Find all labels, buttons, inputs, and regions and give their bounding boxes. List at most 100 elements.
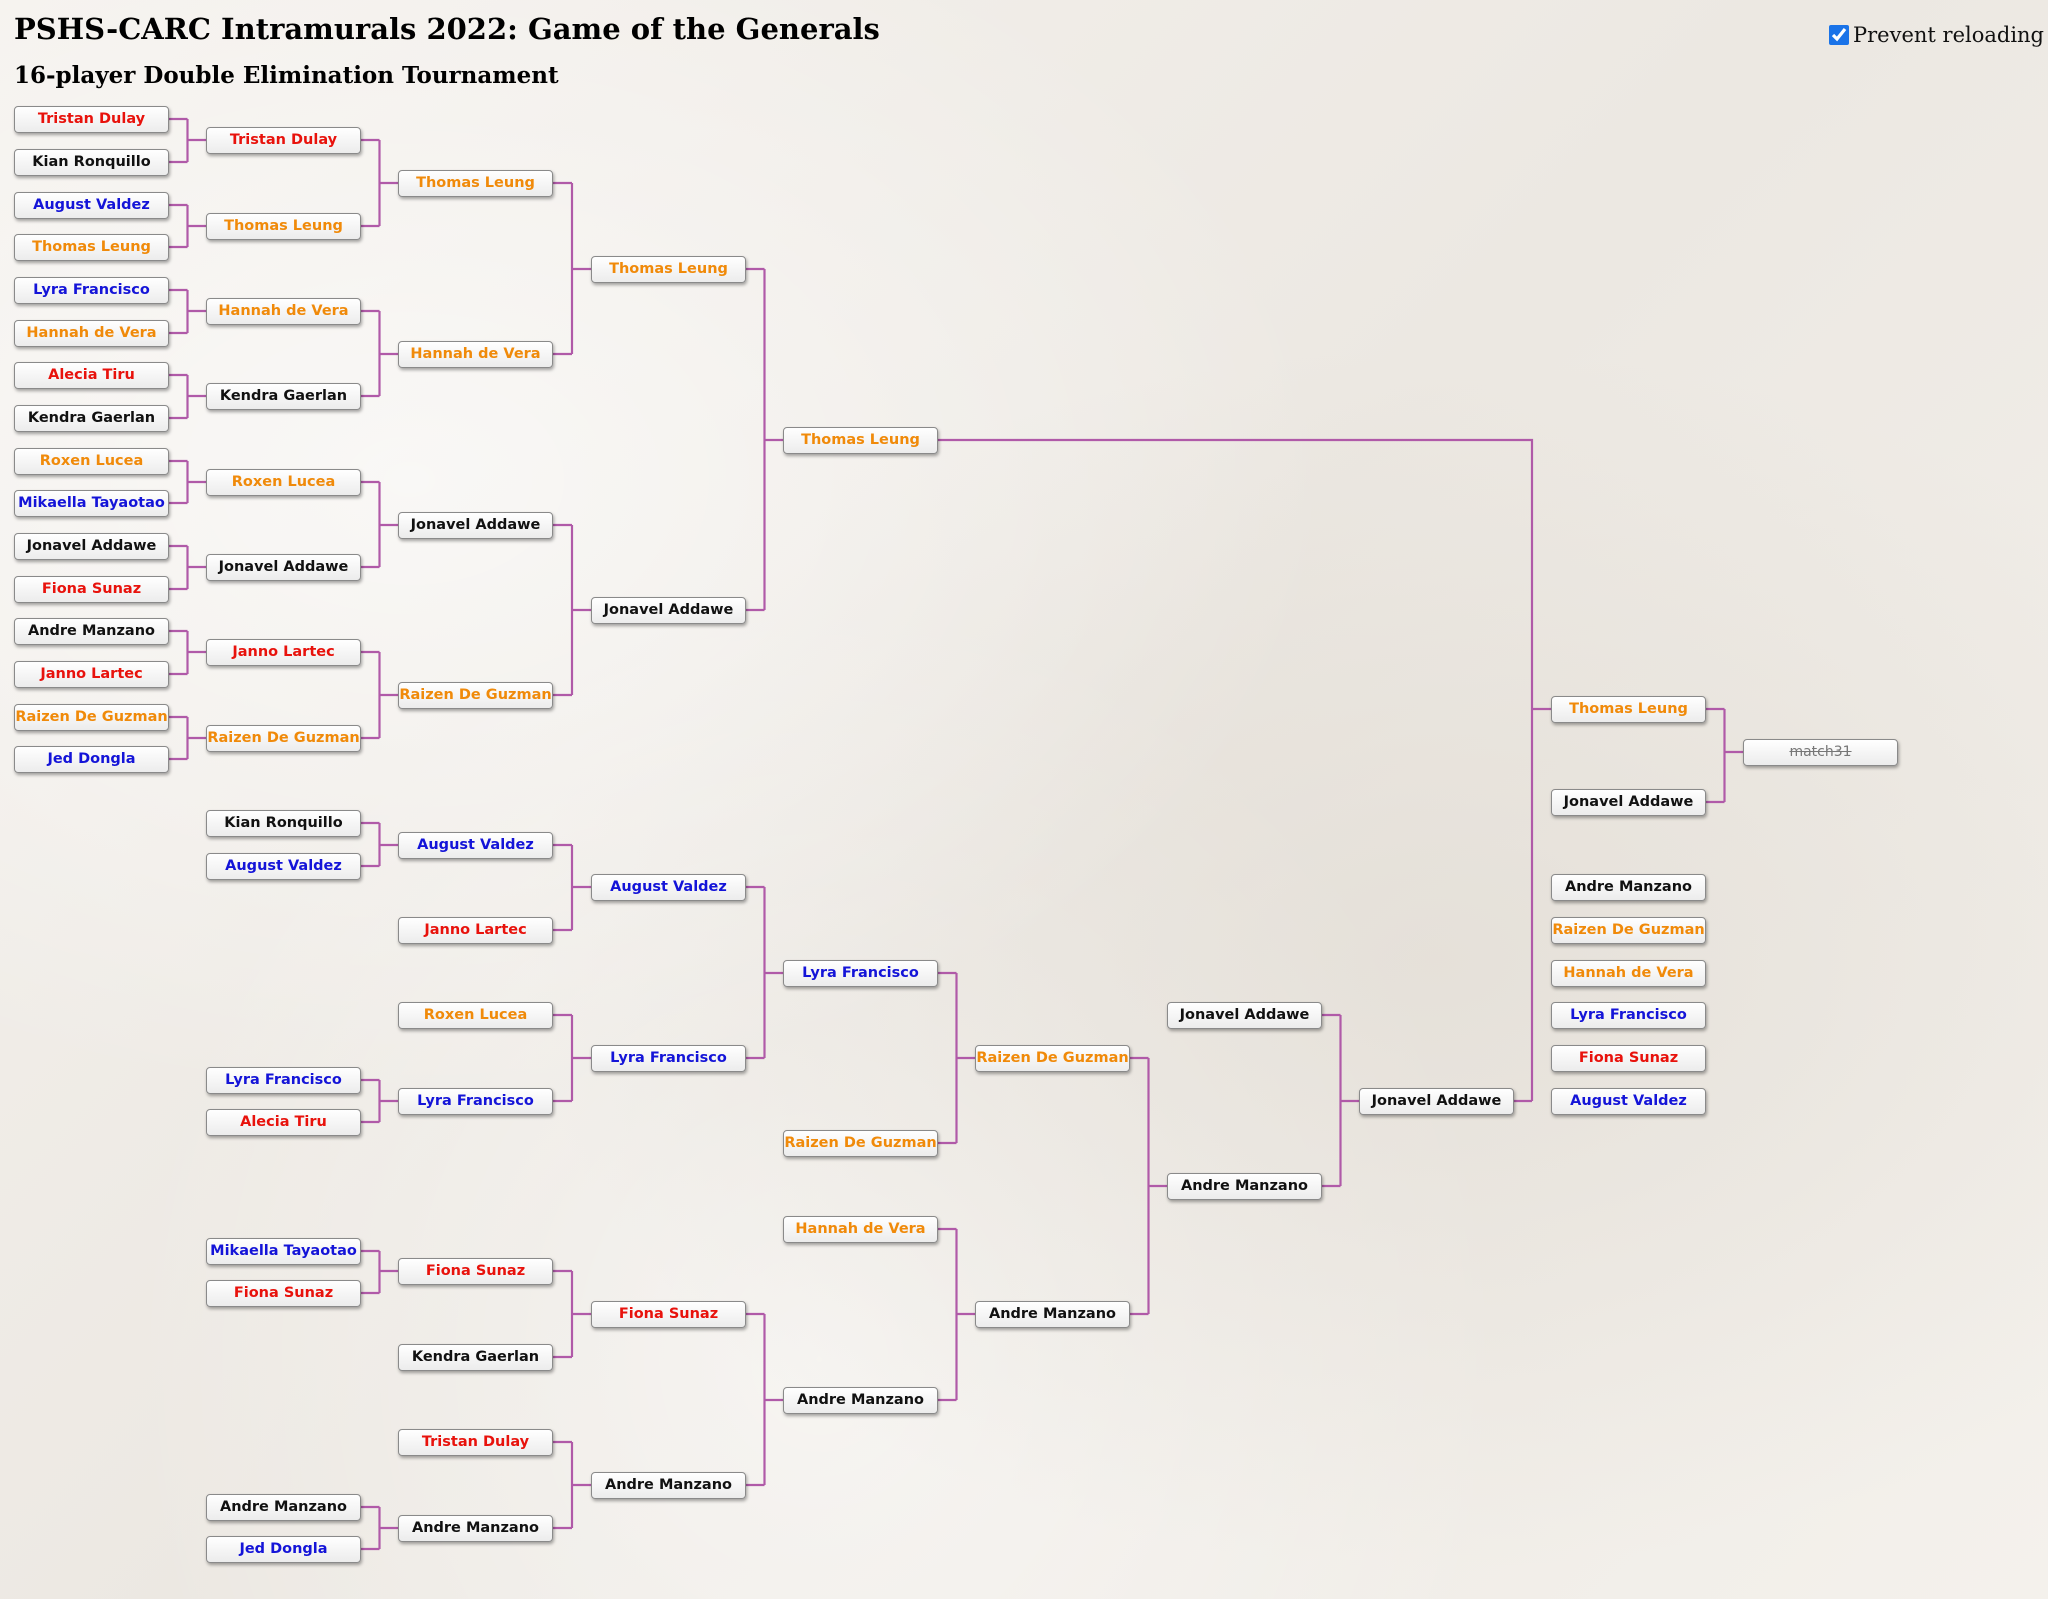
bracket-connector	[938, 1227, 975, 1402]
losers-bracket-round1-slot: Mikaella Tayaotao	[206, 1237, 361, 1265]
bracket-connector	[553, 1269, 591, 1359]
losers-bracket-round2-slot: Roxen Lucea	[398, 1001, 553, 1029]
winners-bracket-round1-slot: August Valdez	[14, 191, 169, 219]
grand-final-slot: Jonavel Addawe	[1551, 788, 1706, 816]
winners-bracket-round2-slot: Hannah de Vera	[206, 297, 361, 325]
prevent-reloading-checkbox[interactable]	[1829, 25, 1849, 45]
bracket-connector	[938, 971, 975, 1145]
losers-bracket-round2-slot: Lyra Francisco	[398, 1087, 553, 1115]
losers-bracket-round1-slot: Alecia Tiru	[206, 1108, 361, 1136]
bracket-connector	[746, 885, 783, 1060]
winners-bracket-round1-slot: Jonavel Addawe	[14, 532, 169, 560]
standings-slot: Lyra Francisco	[1551, 1001, 1706, 1029]
prevent-reloading-label: Prevent reloading	[1853, 23, 2044, 47]
losers-bracket-round1-slot: Kian Ronquillo	[206, 809, 361, 837]
grand-final-slot: Thomas Leung	[1551, 695, 1706, 723]
winners-bracket-round1-slot: Janno Lartec	[14, 660, 169, 688]
losers-bracket-round4-slot: Raizen De Guzman	[783, 1129, 938, 1157]
bracket-connector	[746, 1312, 783, 1487]
losers-bracket-round5-slot: Raizen De Guzman	[975, 1044, 1130, 1072]
prevent-reloading-toggle[interactable]: Prevent reloading	[1829, 23, 2044, 47]
page-subtitle: 16-player Double Elimination Tournament	[14, 62, 559, 89]
bracket-connector	[361, 138, 398, 228]
winners-bracket-final-slot: Thomas Leung	[783, 426, 938, 454]
losers-bracket-round4-slot: Andre Manzano	[783, 1386, 938, 1414]
bracket-connector	[938, 438, 1551, 1103]
winners-bracket-round2-slot: Tristan Dulay	[206, 126, 361, 154]
bracket-connector	[169, 715, 206, 761]
winners-bracket-round1-slot: Tristan Dulay	[14, 105, 169, 133]
losers-bracket-round2-slot: Tristan Dulay	[398, 1428, 553, 1456]
standings-slot: Andre Manzano	[1551, 873, 1706, 901]
winners-bracket-round1-slot: Lyra Francisco	[14, 276, 169, 304]
losers-bracket-round1-slot: Andre Manzano	[206, 1493, 361, 1521]
winners-bracket-round2-slot: Janno Lartec	[206, 638, 361, 666]
bracket-connector	[361, 1505, 398, 1551]
page-title: PSHS-CARC Intramurals 2022: Game of the …	[14, 12, 880, 46]
losers-bracket-round3-slot: Fiona Sunaz	[591, 1300, 746, 1328]
losers-bracket-round2-slot: Fiona Sunaz	[398, 1257, 553, 1285]
bracket-connector	[169, 373, 206, 420]
champion-slot: match31	[1743, 738, 1898, 766]
bracket-connector	[361, 480, 398, 569]
winners-bracket-round3-slot: Raizen De Guzman	[398, 681, 553, 709]
losers-bracket-final-slot: Jonavel Addawe	[1359, 1087, 1514, 1115]
winners-bracket-round1-slot: Andre Manzano	[14, 617, 169, 645]
winners-bracket-round1-slot: Kendra Gaerlan	[14, 404, 169, 432]
bracket-connector	[361, 1249, 398, 1295]
bracket-connector	[746, 267, 783, 612]
bracket-connector	[553, 523, 591, 697]
losers-bracket-round5-slot: Andre Manzano	[975, 1300, 1130, 1328]
losers-bracket-round6-slot: Andre Manzano	[1167, 1172, 1322, 1200]
bracket-connector	[553, 1013, 591, 1103]
losers-bracket-round1-slot: Jed Dongla	[206, 1535, 361, 1563]
winners-bracket-round2-slot: Thomas Leung	[206, 212, 361, 240]
winners-bracket-round2-slot: Roxen Lucea	[206, 468, 361, 496]
bracket-connector	[169, 117, 206, 164]
winners-bracket-round1-slot: Fiona Sunaz	[14, 575, 169, 603]
losers-bracket-round4-slot: Hannah de Vera	[783, 1215, 938, 1243]
winners-bracket-round1-slot: Kian Ronquillo	[14, 148, 169, 176]
losers-bracket-round1-slot: Fiona Sunaz	[206, 1279, 361, 1307]
bracket-connector	[169, 629, 206, 676]
standings-slot: Raizen De Guzman	[1551, 916, 1706, 944]
losers-bracket-round2-slot: Janno Lartec	[398, 916, 553, 944]
winners-bracket-round1-slot: Mikaella Tayaotao	[14, 489, 169, 517]
losers-bracket-round4-slot: Lyra Francisco	[783, 959, 938, 987]
standings-slot: Hannah de Vera	[1551, 959, 1706, 987]
bracket-connector	[361, 650, 398, 740]
bracket-connector	[169, 288, 206, 335]
bracket-connector	[361, 1078, 398, 1124]
winners-bracket-round4-slot: Jonavel Addawe	[591, 596, 746, 624]
losers-bracket-round3-slot: Lyra Francisco	[591, 1044, 746, 1072]
losers-bracket-round1-slot: Lyra Francisco	[206, 1066, 361, 1094]
losers-bracket-round2-slot: Andre Manzano	[398, 1514, 553, 1542]
bracket-connector	[553, 1440, 591, 1530]
bracket-connector	[1706, 707, 1743, 804]
winners-bracket-round4-slot: Thomas Leung	[591, 255, 746, 283]
bracket-connector	[361, 309, 398, 398]
bracket-connector	[553, 181, 591, 356]
bracket-connector	[169, 544, 206, 591]
winners-bracket-round2-slot: Jonavel Addawe	[206, 553, 361, 581]
losers-bracket-round2-slot: Kendra Gaerlan	[398, 1343, 553, 1371]
bracket-connector	[361, 821, 398, 868]
standings-slot: Fiona Sunaz	[1551, 1044, 1706, 1072]
standings-slot: August Valdez	[1551, 1087, 1706, 1115]
bracket-connector	[553, 843, 591, 932]
bracket-connector	[1322, 1013, 1359, 1188]
losers-bracket-round3-slot: Andre Manzano	[591, 1471, 746, 1499]
winners-bracket-round2-slot: Raizen De Guzman	[206, 724, 361, 752]
bracket-connector	[169, 459, 206, 505]
winners-bracket-round3-slot: Hannah de Vera	[398, 340, 553, 368]
bracket-connector	[1130, 1056, 1167, 1316]
winners-bracket-round1-slot: Raizen De Guzman	[14, 703, 169, 731]
losers-bracket-round2-slot: August Valdez	[398, 831, 553, 859]
losers-bracket-round6-slot: Jonavel Addawe	[1167, 1001, 1322, 1029]
winners-bracket-round1-slot: Hannah de Vera	[14, 319, 169, 347]
winners-bracket-round2-slot: Kendra Gaerlan	[206, 382, 361, 410]
winners-bracket-round3-slot: Jonavel Addawe	[398, 511, 553, 539]
losers-bracket-round3-slot: August Valdez	[591, 873, 746, 901]
winners-bracket-round1-slot: Alecia Tiru	[14, 361, 169, 389]
